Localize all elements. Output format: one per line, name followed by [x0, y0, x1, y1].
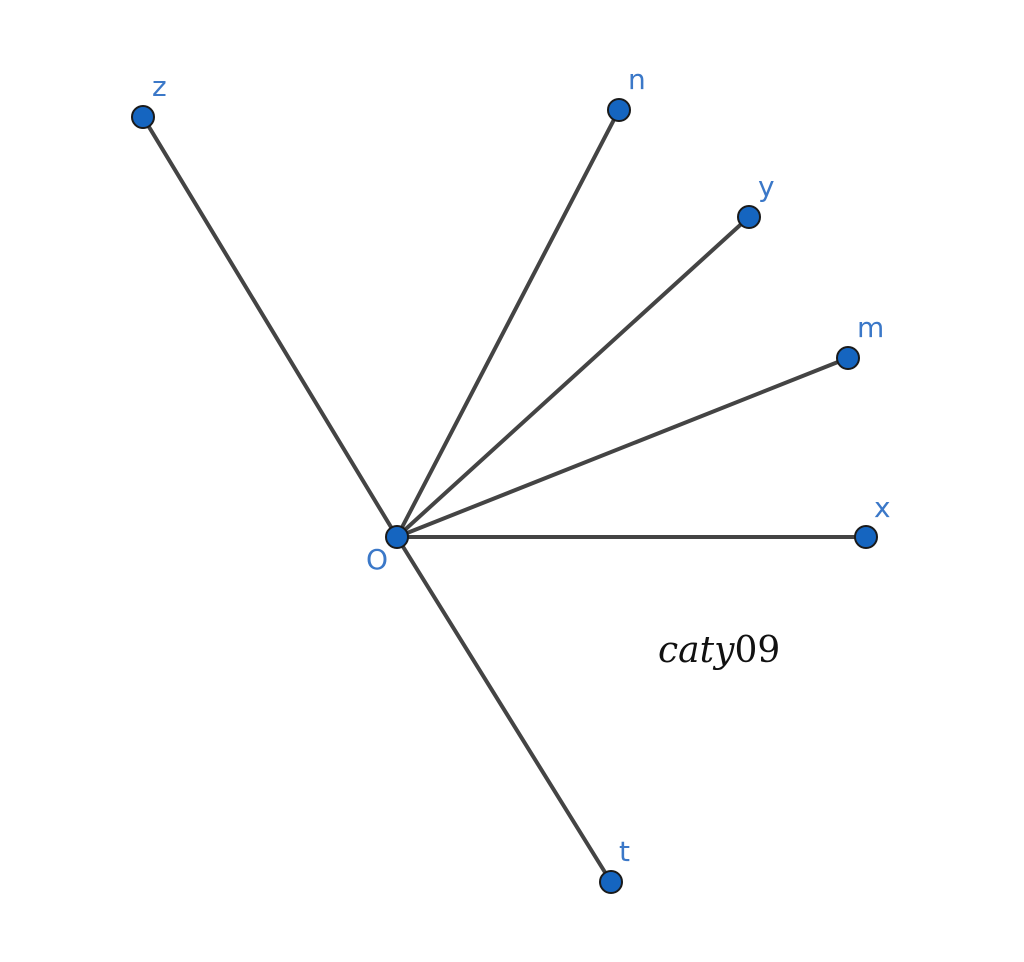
label-t: t: [619, 835, 630, 868]
point-m[interactable]: [836, 346, 860, 370]
label-z: z: [152, 70, 167, 103]
watermark-italic: caty: [658, 630, 735, 671]
segment-o-y: [395, 215, 751, 539]
segment-o-m: [395, 356, 850, 539]
segment-o-n: [395, 108, 621, 539]
label-m: m: [857, 311, 884, 344]
label-o: O: [366, 543, 388, 576]
segment-o-z: [141, 115, 399, 539]
point-n[interactable]: [607, 98, 631, 122]
segment-o-t: [395, 535, 613, 884]
watermark-text: caty09: [658, 630, 780, 671]
label-y: y: [758, 170, 775, 203]
label-n: n: [628, 63, 646, 96]
watermark-upright: 09: [734, 630, 780, 671]
point-x[interactable]: [854, 525, 878, 549]
point-o[interactable]: [385, 525, 409, 549]
label-x: x: [874, 491, 891, 524]
point-z[interactable]: [131, 105, 155, 129]
point-y[interactable]: [737, 205, 761, 229]
point-t[interactable]: [599, 870, 623, 894]
